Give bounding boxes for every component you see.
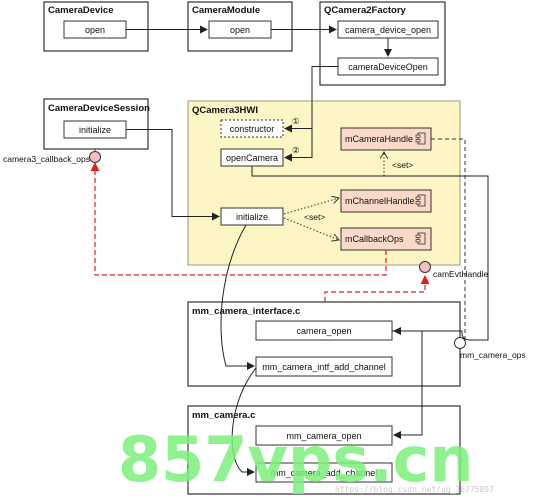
step-1-marker: ① <box>292 116 300 126</box>
mm-camera-interface-module: mm_camera_interface.c camera_open mm_cam… <box>187 301 461 387</box>
callback-ops-label: camera3_callback_ops <box>3 154 90 164</box>
m-channel-handle-label: mChannelHandle <box>345 196 415 206</box>
mm-camera-ops-label: mm_camera_ops <box>460 350 526 360</box>
callback-ops-circle <box>89 151 101 163</box>
set-arrow-channel <box>283 198 339 215</box>
flow-arrows <box>126 25 489 476</box>
constructor-node: constructor <box>230 124 275 134</box>
set-label-channel: <set> <box>304 212 325 222</box>
camera-module-open: open <box>230 25 250 35</box>
mm-camera-ops-circle <box>454 337 466 349</box>
camera-device-session-title: CameraDeviceSession <box>48 103 150 114</box>
hwi-initialize-node: initialize <box>236 212 268 222</box>
callback-ops-interface: camera3_callback_ops <box>3 149 101 164</box>
mm-camera-title: mm_camera.c <box>192 410 255 421</box>
watermark-text: 857vps.cn <box>118 423 474 496</box>
mm-camera-ops-interface: mm_camera_ops <box>454 337 526 360</box>
cam-evt-handle-circle <box>419 261 431 273</box>
set-arrows <box>283 152 384 240</box>
camera-device-open-node: camera_device_open <box>345 25 431 35</box>
m-channel-handle-box: mChannelHandle <box>340 189 432 213</box>
cam-evt-handle-interface: camEvtHandle <box>419 261 489 279</box>
dashed-camera-handle-to-ops <box>431 138 466 340</box>
component-icon <box>415 194 426 207</box>
mm-camera-open-node: mm_camera_open <box>286 431 361 441</box>
red-evt-handle-line <box>324 275 430 302</box>
qcamera2-factory-title: QCamera2Factory <box>324 5 407 16</box>
component-icon <box>415 232 426 245</box>
session-initialize: initialize <box>79 125 111 135</box>
arrow-camera-open-to-mm-open <box>392 330 423 439</box>
camera-module-title: CameraModule <box>192 5 260 16</box>
arrow-init-to-add-channel <box>220 224 255 370</box>
arrow-session-to-initialize <box>126 129 220 221</box>
mm-camera-interface-title: mm_camera_interface.c <box>192 306 300 317</box>
qcamera2-factory-module: QCamera2Factory camera_device_open camer… <box>319 1 446 86</box>
set-label-camera-handle: <set> <box>392 160 413 170</box>
camera-device-open: open <box>85 25 105 35</box>
m-camera-handle-box: mCameraHandle <box>340 127 432 151</box>
camera-device-title: CameraDevice <box>48 5 114 16</box>
camera-device-module: CameraDevice open <box>43 1 149 52</box>
cam-evt-handle-label: camEvtHandle <box>433 269 489 279</box>
red-callback-to-session <box>90 162 387 276</box>
red-callback-lines <box>90 162 430 302</box>
camera-module-module: CameraModule open <box>187 1 293 52</box>
arrow-to-open-camera <box>284 128 313 162</box>
qcamera3hwi-module: QCamera3HWI constructor openCamera initi… <box>187 100 461 266</box>
step-2-marker: ② <box>292 145 300 155</box>
component-icon <box>415 132 426 145</box>
arrow-to-constructor <box>284 66 338 133</box>
set-arrow-callback <box>283 217 339 240</box>
m-camera-handle-label: mCameraHandle <box>345 134 413 144</box>
arrow-add-channel-to-mm-add <box>231 367 257 476</box>
m-callback-ops-box: mCallbackOps <box>340 227 432 251</box>
intf-add-channel-node: mm_camera_intf_add_channel <box>262 362 386 372</box>
camera-device-session-module: CameraDeviceSession initialize <box>43 98 150 150</box>
mm-camera-add-channel-node: mm_camera_add_channel <box>271 468 378 478</box>
watermark-url: https://blog.csdn.net/qq_16775897 <box>335 485 494 494</box>
qcamera3hwi-title: QCamera3HWI <box>192 105 258 116</box>
open-camera-node: openCamera <box>226 153 278 163</box>
m-callback-ops-label: mCallbackOps <box>345 234 404 244</box>
camera-device-open-fn-node: cameraDeviceOpen <box>348 62 428 72</box>
camera-open-node: camera_open <box>296 326 351 336</box>
